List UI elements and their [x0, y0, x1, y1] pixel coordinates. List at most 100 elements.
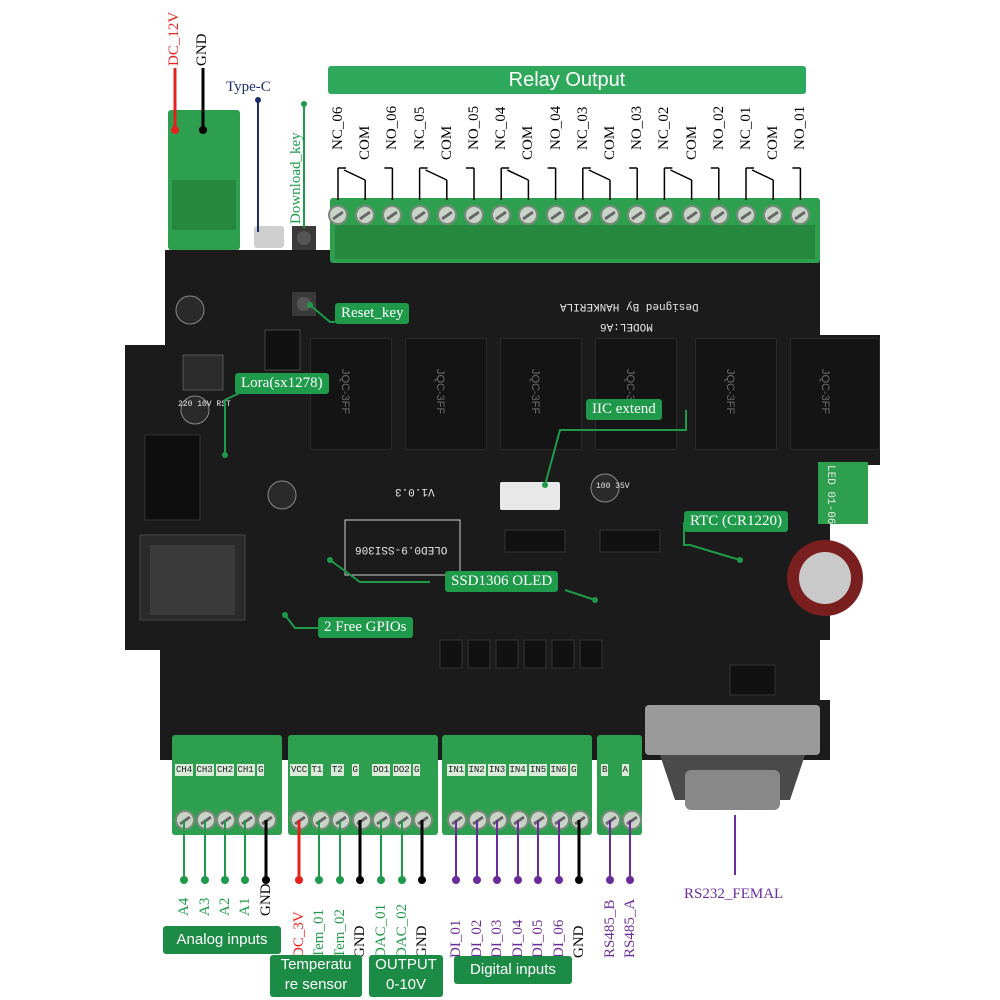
bottom-pin-label: DAC_01 [373, 903, 389, 958]
terminal-label: G [351, 764, 359, 776]
relay-screw [681, 205, 702, 225]
relay-screw [627, 205, 648, 225]
terminal-label: CH1 [236, 764, 255, 776]
relay-pin-label: COM [683, 125, 700, 160]
terminal-label: IN4 [508, 764, 527, 776]
pcb-cap-text: 220 10V RST [178, 400, 231, 409]
bottom-pin-label: GND [414, 925, 430, 959]
temperature-sensor-box: Temperatu re sensor [270, 955, 362, 997]
output-title-1: OUTPUT [375, 956, 437, 973]
pcb-led-silk: LED 01-06 [824, 465, 836, 525]
bottom-pin-label: DC_3V [291, 911, 307, 958]
relay-3: JQC-3FF [595, 338, 677, 450]
bottom-pin-label: RS485_A [622, 898, 638, 958]
terminal-screw [488, 810, 508, 830]
terminal-label: IN6 [549, 764, 568, 776]
relay-output-header: Relay Output [328, 66, 806, 94]
relay-pin-label: NO_02 [710, 105, 727, 150]
bottom-pin-label: DI_06 [551, 919, 567, 958]
relay-pin-label: COM [765, 125, 782, 160]
bottom-pin-label: GND [571, 925, 587, 959]
relay-screw [763, 205, 784, 225]
bottom-pin-label: DI_04 [510, 919, 526, 958]
relay-screw [600, 205, 620, 225]
terminal-screw [570, 810, 590, 830]
gpio-callout: 2 Free GPIOs [318, 617, 413, 638]
bottom-pin-label: DI_01 [448, 919, 464, 958]
relay-screw [708, 205, 729, 225]
dc12v-label: DC_12V [166, 11, 182, 66]
relay-screw [436, 205, 457, 225]
power-gnd-label: GND [194, 33, 210, 67]
bottom-pin-label: DI_05 [530, 919, 546, 958]
bottom-pin-label: DI_02 [469, 919, 485, 958]
bottom-pin-label: DAC_02 [394, 903, 410, 958]
temperature-sensor-title-2: re sensor [284, 976, 348, 993]
relay-screw [654, 205, 675, 225]
terminal-screw [236, 810, 257, 830]
terminal-label: CH2 [216, 764, 235, 776]
terminal-label: B [601, 764, 609, 776]
pcb-oled-silk: OLED0.9-SSI306 [355, 543, 448, 555]
relay-5: JQC-3FF [405, 338, 487, 450]
terminal-screw [351, 810, 372, 830]
bottom-pin-label: A3 [197, 897, 213, 916]
relay-pin-label: NO_05 [466, 105, 482, 150]
relay-pin-label: NC_04 [493, 106, 510, 150]
bottom-pin-label: RS485_B [602, 899, 618, 958]
relay-screw [382, 205, 403, 225]
pcb-designer-text: Designed By HANKERILA [560, 300, 699, 312]
terminal-label: IN2 [467, 764, 486, 776]
rs232-label: RS232_FEMAL [684, 886, 784, 902]
terminal-screw [310, 810, 331, 830]
terminal-label: IN5 [529, 764, 548, 776]
terminal-screw [290, 810, 310, 830]
relay-screw [545, 205, 566, 225]
terminal-screw [508, 810, 529, 830]
relay-pin-label: COM [520, 125, 537, 160]
relay-pin-label: NO_06 [384, 105, 401, 150]
lora-callout: Lora(sx1278) [235, 373, 329, 394]
rtc-callout: RTC (CR1220) [684, 511, 789, 532]
terminal-screw [467, 810, 488, 830]
terminal-label: DO1 [372, 764, 391, 776]
relay-screw [409, 205, 430, 225]
relay-pin-label: NC_06 [330, 106, 346, 150]
reset-key-callout: Reset_key [335, 303, 410, 324]
bottom-pin-label: GND [352, 925, 368, 959]
terminal-label: IN1 [447, 764, 466, 776]
relay-pin-label: NC_05 [411, 106, 428, 150]
relay-pin-label: COM [602, 125, 618, 160]
relay-pin-label: NO_03 [629, 105, 646, 150]
digital-inputs-title: Digital inputs [470, 961, 556, 978]
relay-pin-label: COM [357, 125, 374, 160]
digital-inputs-box: Digital inputs [454, 956, 572, 984]
relay-4: JQC-3FF [500, 338, 582, 450]
output-title-2: 0-10V [385, 976, 427, 993]
bottom-pin-label: GND [258, 883, 274, 917]
terminal-screw [413, 810, 433, 830]
output-box: OUTPUT 0-10V [369, 955, 443, 997]
pcb-cap2-text: 100 35V [596, 482, 630, 491]
terminal-screw [529, 810, 549, 830]
terminal-screw [392, 810, 413, 830]
iic-extend-callout: IIC extend [586, 399, 662, 420]
relay-screw [572, 205, 593, 225]
relay-pin-label: COM [438, 125, 455, 160]
relay-screw [355, 205, 376, 225]
relay-pin-label: NO_01 [792, 105, 809, 150]
terminal-label: CH3 [195, 764, 214, 776]
analog-inputs-box: Analog inputs [163, 926, 281, 954]
bottom-pin-label: Tem_01 [311, 909, 327, 958]
oled-callout: SSD1306 OLED [445, 571, 559, 592]
terminal-label: CH4 [175, 764, 194, 776]
terminal-screw [372, 810, 392, 830]
bottom-pin-label: A2 [217, 897, 233, 916]
analog-inputs-title: Analog inputs [176, 931, 268, 948]
terminal-label: VCC [290, 764, 309, 776]
terminal-screw [331, 810, 351, 830]
relay-6: JQC-3FF [310, 338, 392, 450]
temperature-sensor-title-1: Temperatu [280, 956, 352, 973]
